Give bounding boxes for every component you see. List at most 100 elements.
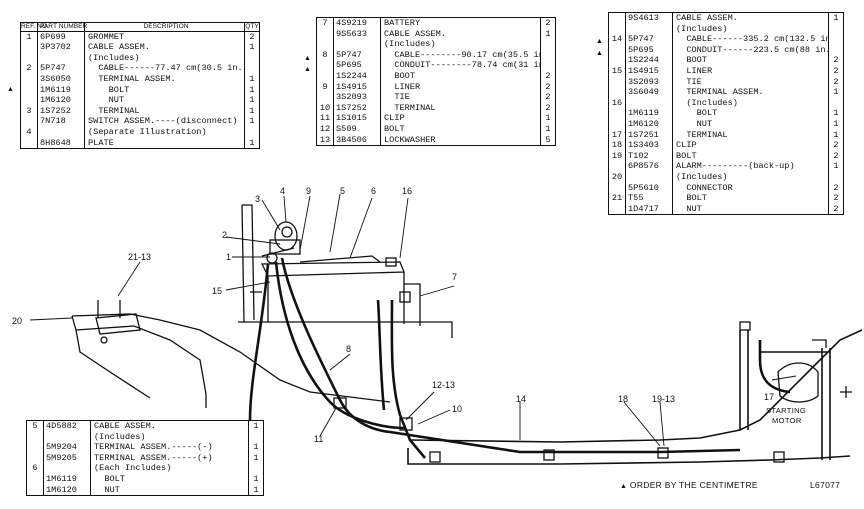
part-number-cell [38, 52, 85, 64]
ref-cell [21, 137, 38, 149]
ref-cell: 3 [21, 105, 38, 117]
description-cell: BOLT [381, 123, 541, 135]
qty-cell: 1 [833, 108, 839, 119]
callout-4: 4 [280, 186, 286, 196]
part-number-cell: 9S4613 [626, 13, 673, 24]
ref-cell [609, 161, 626, 172]
description-cell: (Each Includes) [91, 463, 249, 474]
ref-cell [21, 95, 38, 106]
description-cell: (Includes) [673, 97, 829, 109]
description-cell: CLIP [673, 140, 829, 151]
ref-cell [317, 70, 334, 82]
table-row: (Includes) [21, 52, 259, 64]
part-number-cell: 3S6049 [626, 87, 673, 98]
qty-cell: 1 [545, 28, 551, 39]
callout-12-13: 12-13 [432, 380, 456, 390]
ref-cell [609, 182, 626, 194]
description-cell: TERMINAL [381, 102, 541, 114]
callout-3: 3 [255, 194, 261, 204]
qty-cell: 1 [249, 116, 255, 127]
ref-cell [27, 452, 44, 464]
part-number-cell: 5P5610 [626, 182, 673, 194]
callout-8: 8 [346, 344, 352, 354]
ref-cell [609, 55, 626, 66]
part-number-cell: 6P699 [38, 31, 85, 43]
ref-cell [609, 108, 626, 119]
part-number-cell: S509 [334, 123, 381, 135]
callout-14: 14 [516, 394, 527, 404]
description-cell: CABLE ASSEM. [381, 28, 541, 40]
part-number-cell: 1S7251 [626, 129, 673, 141]
description-cell: (Includes) [673, 171, 829, 183]
part-number-cell: 5M9205 [44, 452, 91, 464]
main-harness [407, 329, 863, 465]
header-ref: REF. NO. [21, 23, 49, 31]
callout-19-13: 19-13 [652, 394, 676, 404]
part-number-cell: T102 [626, 150, 673, 162]
description-cell: (Includes) [673, 23, 829, 35]
description-cell: LOCKWASHER [381, 134, 541, 146]
ref-cell: 6 [27, 463, 44, 474]
ref-cell [27, 473, 44, 485]
part-number-cell: T55 [626, 193, 673, 204]
ref-cell [317, 60, 334, 71]
part-number-cell: 1S7252 [334, 102, 381, 114]
part-number-cell: 1M6120 [626, 118, 673, 130]
qty-cell [829, 45, 843, 56]
qty-cell [829, 24, 843, 35]
part-number-cell: 5M9204 [44, 442, 91, 453]
part-number-cell: 5P695 [334, 60, 381, 71]
table-row: (Includes) [609, 23, 843, 35]
part-number-cell: 5P695 [626, 44, 673, 56]
callout-15: 15 [212, 286, 223, 296]
ref-cell: 18 [609, 140, 626, 151]
ref-cell [317, 28, 334, 40]
ref-cell: 4 [21, 126, 38, 138]
description-cell: CABLE ASSEM. [91, 421, 249, 432]
figure-id: L67077 [810, 480, 841, 490]
part-number-cell: 3S6050 [38, 73, 85, 85]
qty-cell: 1 [253, 484, 259, 495]
part-number-cell: 1M6119 [626, 108, 673, 119]
part-number-cell [38, 126, 85, 138]
ref-cell: 12 [317, 123, 334, 135]
table-row: (Includes) [317, 39, 555, 50]
part-number-cell [44, 431, 91, 443]
qty-cell [245, 53, 259, 64]
ref-cell: 16 [609, 97, 626, 109]
qty-cell [541, 50, 555, 61]
part-number-cell: 1M6119 [38, 84, 85, 96]
order-mark-a: ▲ [7, 86, 14, 93]
motor-label-1: STARTING [766, 406, 807, 415]
part-number-cell: 1S4915 [334, 81, 381, 93]
description-cell: NUT [85, 95, 245, 106]
ref-cell: 7 [317, 18, 334, 29]
qty-cell: 2 [833, 203, 839, 214]
qty-cell: 5 [545, 134, 551, 145]
callout-18: 18 [618, 394, 629, 404]
qty-cell: 2 [833, 182, 839, 193]
qty-cell: 2 [545, 70, 551, 81]
footnote-mark: ▲ [620, 483, 628, 490]
